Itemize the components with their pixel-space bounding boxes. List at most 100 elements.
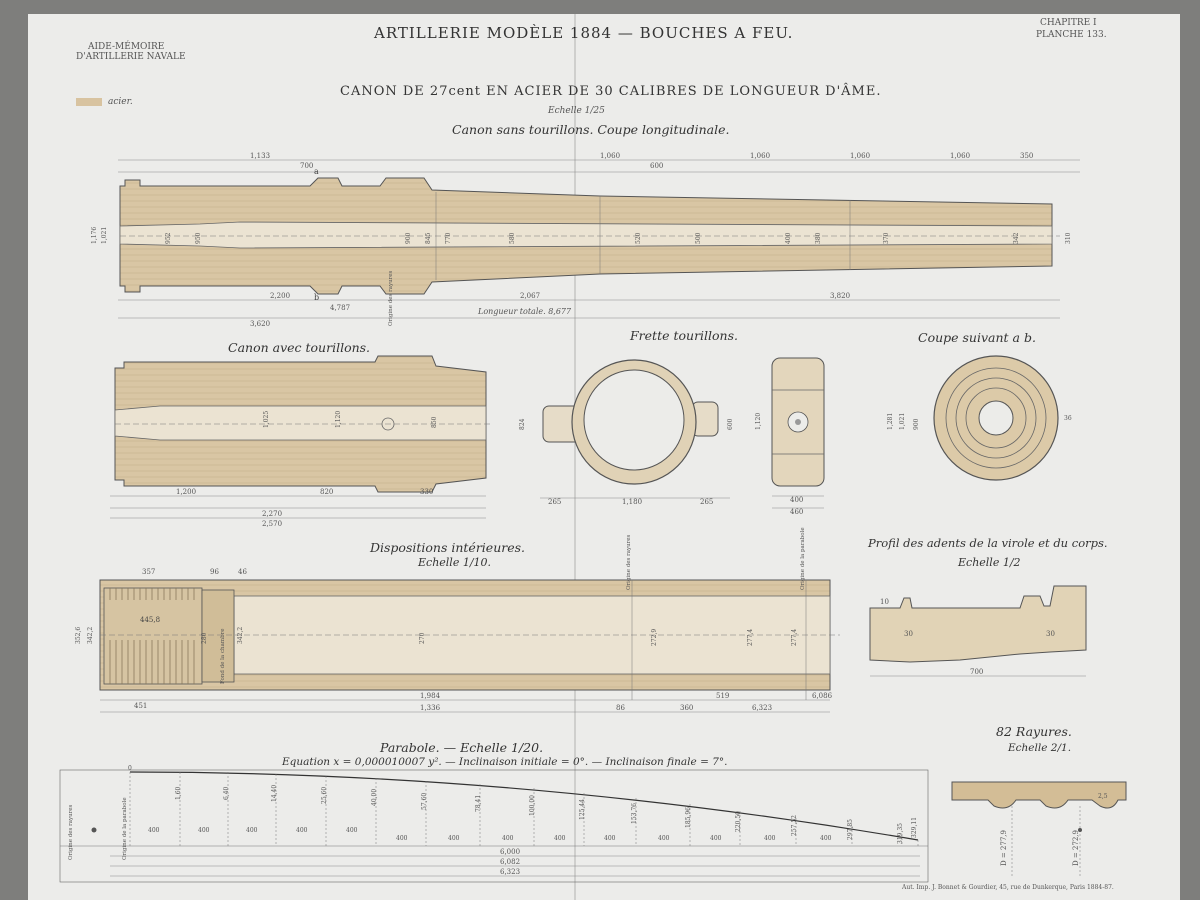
parabole-spacing-6: 400 bbox=[396, 835, 408, 842]
parabole-total-3: 6,323 bbox=[500, 868, 520, 876]
dim-top-1: 1,133 bbox=[250, 152, 270, 160]
dim-top-6: 350 bbox=[1020, 152, 1033, 160]
parabole-ordinate-8: 78,41 bbox=[475, 795, 482, 812]
dim-avec-6: 330 bbox=[420, 488, 433, 496]
imprint: Aut. Imp. J. Bonnet & Gourdier, 45, rue … bbox=[902, 884, 1114, 891]
dim-profil-1: 10 bbox=[880, 598, 889, 606]
dim-avec-5: 850 bbox=[431, 416, 438, 428]
dim-top-8: 1,060 bbox=[600, 152, 620, 160]
vdim-7: 770 bbox=[445, 232, 452, 244]
dim-top-2: 700 bbox=[300, 162, 313, 170]
parabole-equation: Equation x = 0,000010007 y². — Inclinais… bbox=[282, 756, 728, 768]
vdim-3: 952 bbox=[165, 232, 172, 244]
center-fold bbox=[574, 14, 576, 900]
dim-top-4: 1,060 bbox=[850, 152, 870, 160]
section-title-dispositions: Dispositions intérieures. bbox=[370, 540, 526, 555]
dim-avec-3: 1,025 bbox=[263, 411, 270, 428]
dim-frette-5: 460 bbox=[790, 508, 803, 516]
dim-coupe-4: 36 bbox=[1064, 415, 1072, 422]
rayures-profile bbox=[951, 781, 1127, 809]
profil-shape bbox=[869, 585, 1087, 663]
parabole-ordinate-17: 329,11 bbox=[911, 817, 918, 838]
vdim-4: 950 bbox=[195, 232, 202, 244]
parabole-ordinate-11: 153,76 bbox=[631, 803, 638, 824]
dim-profil-3: 30 bbox=[1046, 630, 1055, 638]
dim-disp-2: 96 bbox=[210, 568, 219, 576]
parabole-spacing-14: 400 bbox=[820, 835, 832, 842]
parabole-spacing-5: 400 bbox=[346, 827, 358, 834]
dim-profil-2: 30 bbox=[904, 630, 913, 638]
vdim-14: 342 bbox=[1013, 232, 1020, 244]
rayures-dim-1: D = 277,9 bbox=[1000, 830, 1008, 866]
vdim-12: 380 bbox=[815, 232, 822, 244]
parabole-spacing-13: 400 bbox=[764, 835, 776, 842]
dim-bottom-3: 2,067 bbox=[520, 292, 540, 300]
parabole-ordinate-2: 1,60 bbox=[175, 786, 182, 800]
disp-breech-threads bbox=[103, 587, 203, 685]
parabole-ordinate-15: 297,85 bbox=[847, 819, 854, 840]
dim-disp-16: 342,2 bbox=[237, 627, 244, 644]
total-length-label: Longueur totale. 8,677 bbox=[478, 307, 572, 316]
dispositions-scale: Echelle 1/10. bbox=[418, 556, 492, 569]
coupe-bore bbox=[978, 400, 1014, 436]
parabole-ordinate-1: 0 bbox=[128, 765, 132, 772]
note-origine-rayures-top: Origine des rayures bbox=[388, 270, 394, 326]
dim-disp-3: 46 bbox=[238, 568, 247, 576]
dim-bottom-1: 2,200 bbox=[270, 292, 290, 300]
dim-disp-15: 270 bbox=[419, 632, 426, 644]
vdim-11: 400 bbox=[785, 232, 792, 244]
dim-bottom-2: 4,787 bbox=[330, 304, 350, 312]
section-title-sans-tourillons: Canon sans tourillons. Coupe longitudina… bbox=[452, 122, 730, 137]
drawing-canon-avec-tourillons: 1,200 820 1,025 1,120 850 330 2,570 2,27… bbox=[110, 355, 490, 528]
parabole-spacing-4: 400 bbox=[296, 827, 308, 834]
dim-disp-14: 277,4 bbox=[791, 629, 798, 646]
header-left-line2: D'ARTILLERIE NAVALE bbox=[76, 52, 186, 62]
parabole-ordinate-3: 6,40 bbox=[223, 786, 230, 800]
rayures-dim-2: D = 272,9 bbox=[1072, 830, 1080, 866]
dim-frette-8: 600 bbox=[727, 418, 734, 430]
dim-avec-7: 2,570 bbox=[262, 520, 282, 528]
dim-disp-5: 1,336 bbox=[420, 704, 441, 712]
dim-disp-1: 357 bbox=[142, 568, 155, 576]
main-title: CANON DE 27cent EN ACIER DE 30 CALIBRES … bbox=[340, 84, 882, 99]
vdim-2: 1,021 bbox=[101, 227, 108, 244]
legend-swatch bbox=[76, 98, 102, 106]
parabole-total-2: 6,082 bbox=[500, 858, 520, 866]
dim-frette-1: 1,180 bbox=[622, 498, 642, 506]
section-title-avec-tourillons: Canon avec tourillons. bbox=[228, 340, 371, 355]
drawing-dispositions: 357 96 46 1,984 1,336 6,323 6,086 360 51… bbox=[75, 527, 840, 713]
rayures-dim-3: 2,5 bbox=[1098, 793, 1108, 800]
drawing-rayures: D = 277,9 D = 272,9 2,5 bbox=[951, 781, 1127, 876]
vdim-9: 520 bbox=[635, 232, 642, 244]
dim-profil-4: 700 bbox=[970, 668, 983, 676]
dim-disp-11: 451 bbox=[134, 702, 147, 710]
note-parabole-origine: Origine de la parabole bbox=[122, 797, 128, 860]
section-mark-a: a bbox=[314, 167, 319, 176]
parabole-spacing-8: 400 bbox=[502, 835, 514, 842]
parabole-ordinate-5: 25,60 bbox=[321, 787, 328, 804]
parabole-ordinate-16: 319,35 bbox=[897, 823, 904, 844]
legend-label: acier. bbox=[108, 97, 133, 107]
section-title-frette: Frette tourillons. bbox=[630, 328, 738, 343]
dim-frette-6: 824 bbox=[519, 418, 526, 430]
drawing-parabole: 0 1,60 6,40 14,40 25,60 40,00 57,60 78,4… bbox=[59, 765, 929, 883]
parabole-ordinate-9: 100,00 bbox=[529, 795, 536, 816]
dim-disp-4: 1,984 bbox=[420, 692, 441, 700]
dim-disp-19: 352,6 bbox=[75, 627, 82, 644]
header-right-line2: PLANCHE 133. bbox=[1036, 30, 1107, 40]
dim-avec-2: 820 bbox=[320, 488, 333, 496]
dim-coupe-2: 1,021 bbox=[899, 413, 906, 430]
parabole-spacing-3: 400 bbox=[246, 827, 258, 834]
dim-disp-8: 360 bbox=[680, 704, 693, 712]
dim-bottom-4: 3,820 bbox=[830, 292, 850, 300]
drawing-frette: 1,180 265 265 400 460 824 1,120 600 bbox=[519, 357, 825, 516]
vdim-10: 500 bbox=[695, 232, 702, 244]
dim-frette-2: 265 bbox=[548, 498, 561, 506]
dim-disp-7: 6,086 bbox=[812, 692, 833, 700]
dim-disp-6: 6,323 bbox=[752, 704, 772, 712]
dim-disp-20: 342,2 bbox=[87, 627, 94, 644]
parabole-spacing-12: 400 bbox=[710, 835, 722, 842]
dim-frette-4: 400 bbox=[790, 496, 803, 504]
dim-bottom-5: 3,620 bbox=[250, 320, 270, 328]
